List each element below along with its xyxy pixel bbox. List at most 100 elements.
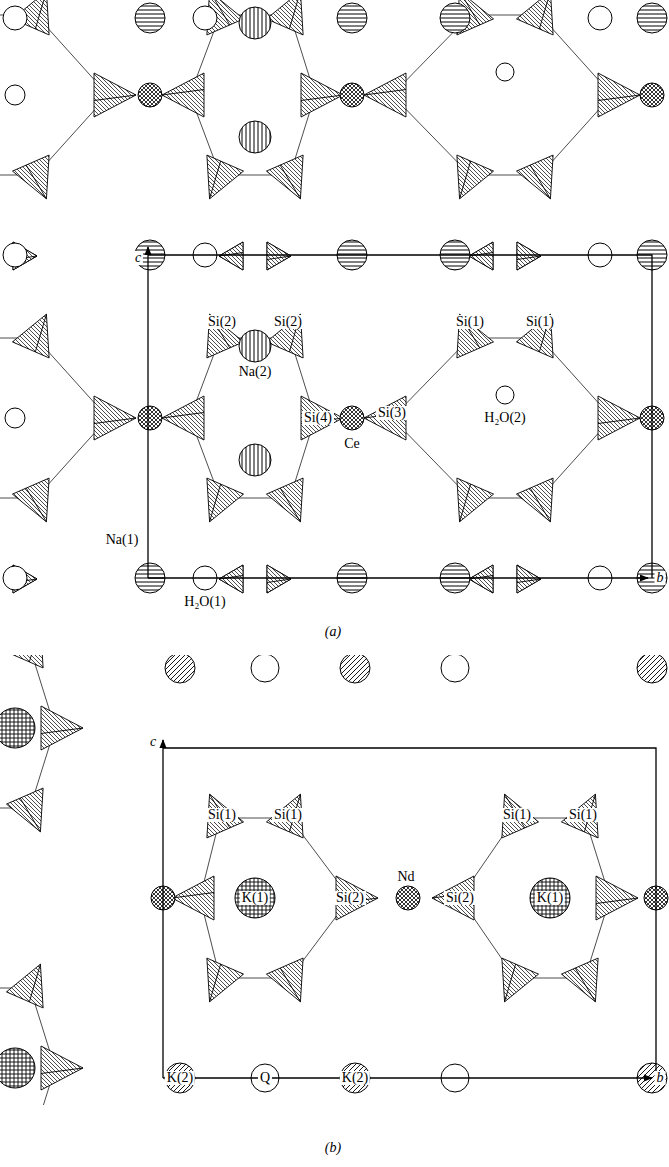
na1-atom <box>637 3 667 33</box>
silicate-tetrahedron <box>207 314 244 358</box>
na1-atom <box>337 3 367 33</box>
silicate-tetrahedron <box>267 565 291 593</box>
axis-label: c <box>148 735 158 749</box>
atom-label: Na(2) <box>237 365 274 379</box>
unit-cell-edge <box>163 748 656 1078</box>
atom-label: Si(2) <box>272 315 304 329</box>
silicate-tetrahedron <box>172 876 214 920</box>
tetrahedron-edge <box>539 0 550 29</box>
ring-outline <box>200 818 350 978</box>
axis-label: b <box>655 571 666 585</box>
atom-label: Q <box>258 1071 272 1085</box>
tetrahedron-edge <box>460 484 471 522</box>
ring-outline <box>0 15 108 175</box>
tetrahedron-edge <box>530 165 550 199</box>
ring-outline <box>0 338 108 498</box>
silicate-tetrahedron <box>207 794 244 838</box>
silicate-tetrahedron <box>12 155 49 199</box>
tetrahedron-edge <box>94 418 136 424</box>
water-atom <box>193 6 217 30</box>
axis-label: b <box>655 1071 666 1085</box>
ce-atom <box>138 83 162 107</box>
ring-outline <box>392 15 612 175</box>
silicate-tetrahedron <box>207 478 244 522</box>
atom-label: Si(2) <box>334 891 366 905</box>
water-atom <box>5 85 25 105</box>
nd-atom <box>396 886 420 910</box>
silicate-tetrahedron <box>162 396 204 440</box>
tetrahedron-edge <box>517 256 541 260</box>
silicate-tetrahedron <box>94 73 136 117</box>
tetrahedron-edge <box>267 256 291 260</box>
silicate-tetrahedron <box>517 565 541 593</box>
tetrahedron-edge <box>20 798 40 832</box>
silicate-tetrahedron <box>6 655 43 668</box>
water-atom <box>5 408 25 428</box>
silicate-tetrahedron <box>266 155 303 199</box>
na2-atom <box>239 121 271 153</box>
silicate-tetrahedron <box>94 396 136 440</box>
tetrahedron-edge <box>280 488 300 522</box>
tetrahedron-edge <box>162 90 204 96</box>
panel-b <box>0 655 668 1105</box>
tetrahedron-edge <box>26 165 46 199</box>
silicate-tetrahedron <box>219 242 243 270</box>
k2-atom <box>340 655 370 683</box>
ce-atom <box>138 406 162 430</box>
silicate-tetrahedron <box>266 478 303 522</box>
silicate-tetrahedron <box>516 155 553 199</box>
tetrahedron-edge <box>598 95 640 101</box>
k1-atom <box>530 878 570 918</box>
ring-outline <box>392 338 612 498</box>
silicate-tetrahedron <box>517 242 541 270</box>
axis-label: c <box>133 251 143 265</box>
atom-label: Si(1) <box>454 315 486 329</box>
atom-label: H₂O(2) <box>482 411 527 425</box>
axis-arrow <box>147 247 148 578</box>
atom-label: Nd <box>395 870 416 884</box>
atom-label: K(1) <box>240 891 270 905</box>
tetrahedron-edge <box>301 95 343 101</box>
silicate-tetrahedron <box>469 242 493 270</box>
tetrahedron-edge <box>530 488 550 522</box>
axis-arrow <box>163 1077 652 1078</box>
silicate-tetrahedron <box>561 958 598 1002</box>
silicate-tetrahedron <box>469 565 493 593</box>
q-site <box>441 655 469 682</box>
water-atom <box>496 386 514 404</box>
tetrahedron-edge <box>598 418 640 424</box>
ce-atom <box>340 406 364 430</box>
tetrahedron-edge <box>267 579 291 583</box>
atom-label: Si(1) <box>501 808 533 822</box>
atom-label: Ce <box>342 437 362 451</box>
tetrahedron-edge <box>210 161 221 199</box>
silicate-tetrahedron <box>12 314 49 358</box>
panel-label: (a) <box>323 625 343 639</box>
atom-label: Si(3) <box>376 406 408 420</box>
water-atom <box>3 566 27 590</box>
silicate-tetrahedron <box>266 314 303 358</box>
silicate-tetrahedron <box>266 958 303 1002</box>
atom-label: Si(1) <box>272 808 304 822</box>
water-atom <box>3 6 27 30</box>
silicate-tetrahedron <box>266 794 303 838</box>
k2-atom <box>165 1063 195 1093</box>
tetrahedron-edge <box>460 161 471 199</box>
k2-atom <box>340 1063 370 1093</box>
tetrahedron-edge <box>517 579 541 583</box>
q-site <box>251 655 279 682</box>
silicate-tetrahedron <box>517 565 541 593</box>
silicate-tetrahedron <box>12 478 49 522</box>
atom-label: Si(2) <box>444 891 476 905</box>
tetrahedron-edge <box>210 484 221 522</box>
panel-label: (b) <box>323 1141 343 1155</box>
silicate-tetrahedron <box>6 964 43 1008</box>
silicate-tetrahedron <box>457 155 494 199</box>
k2-atom <box>637 655 667 683</box>
silicate-tetrahedron <box>364 73 406 117</box>
silicate-tetrahedron <box>162 73 204 117</box>
silicate-tetrahedron <box>207 958 244 1002</box>
tetrahedron-edge <box>35 314 46 352</box>
silicate-tetrahedron <box>469 565 493 593</box>
